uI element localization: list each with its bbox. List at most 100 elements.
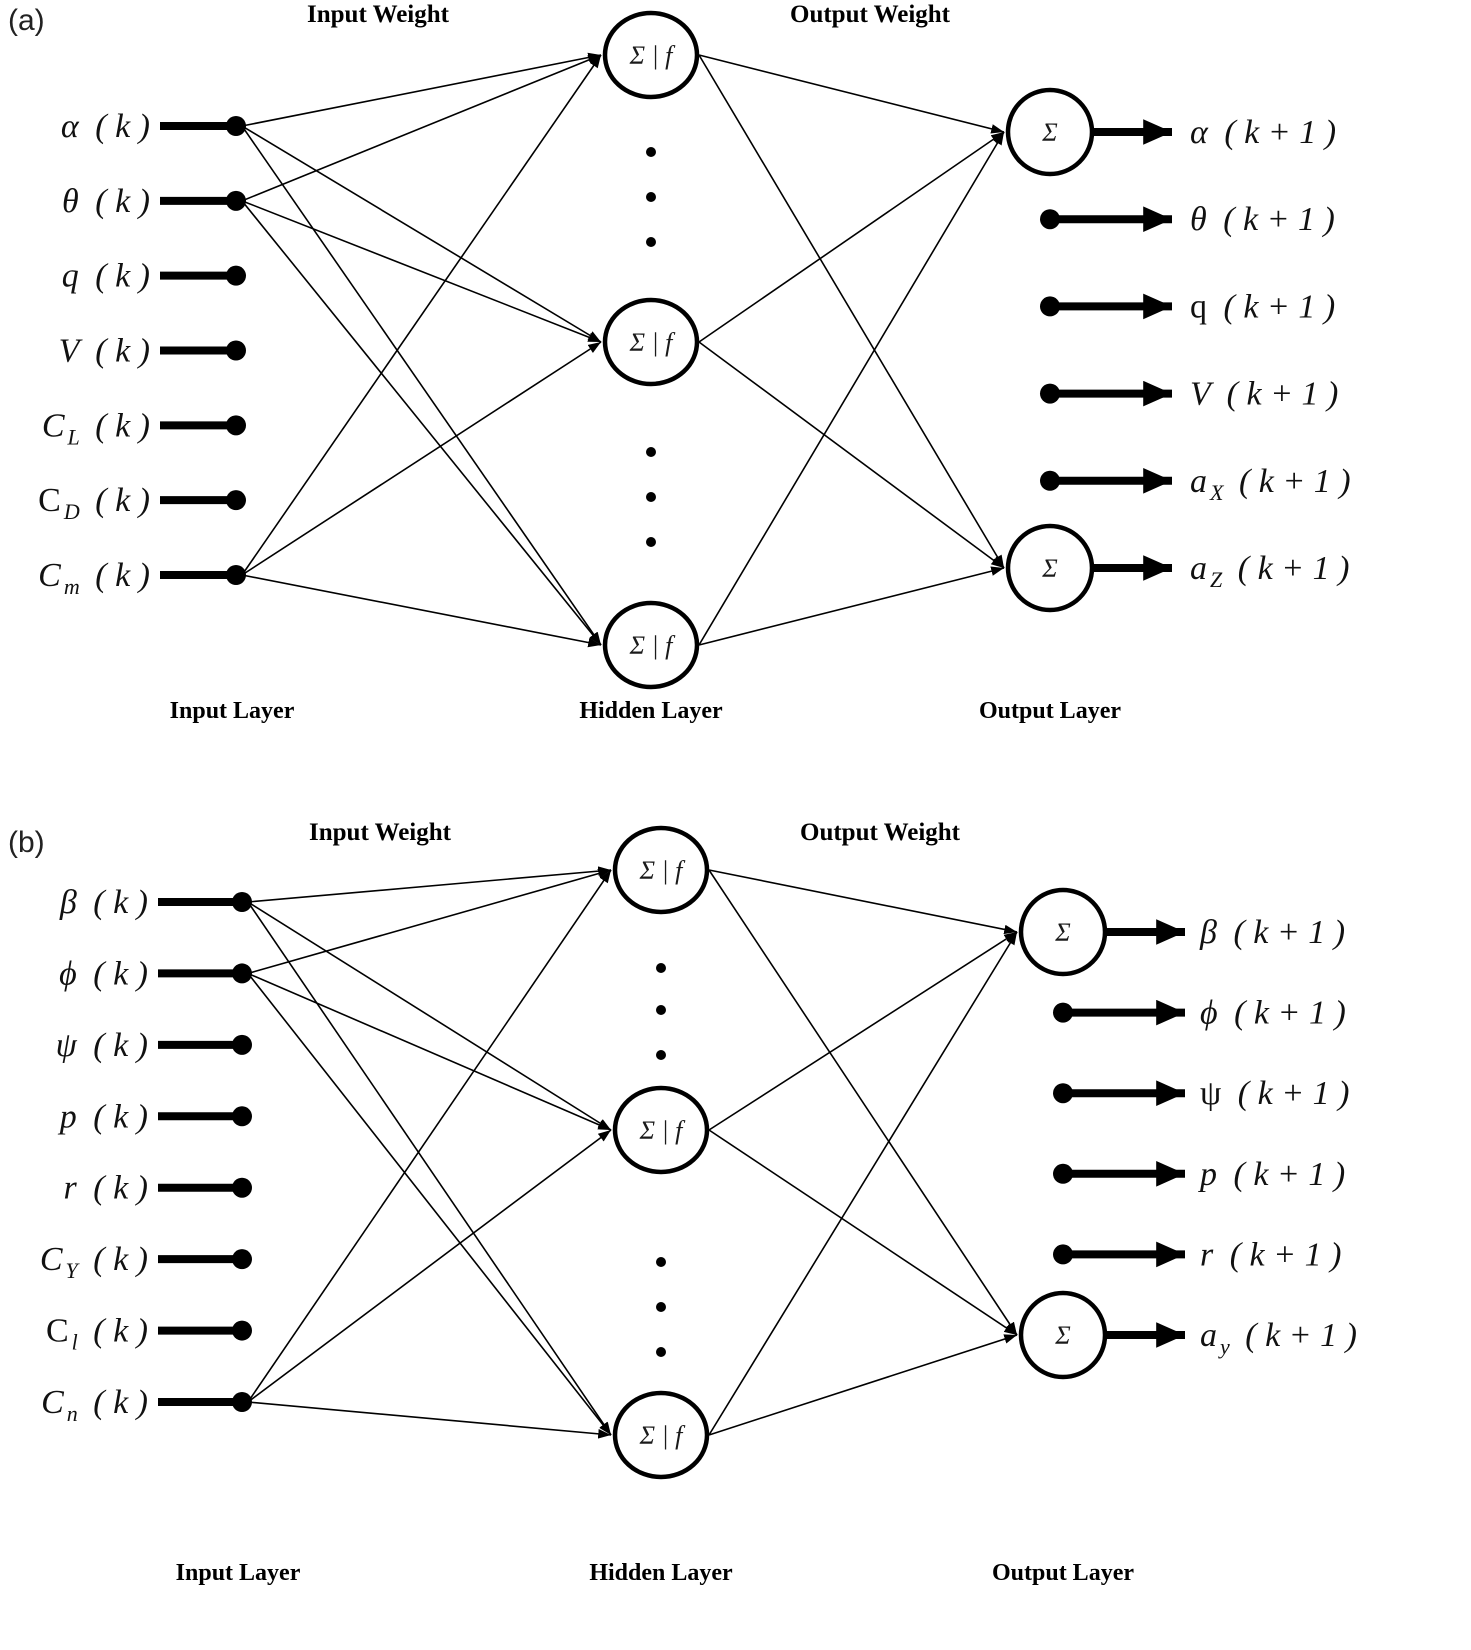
hidden-layer-title: Hidden Layer (579, 698, 723, 724)
output-node: V ( k + 1 ) (1040, 376, 1338, 413)
input-weight-edge (247, 866, 612, 903)
input-weight-edge (241, 125, 602, 343)
output-weight-edge (708, 931, 1018, 1131)
hidden-layer-node: Σ | f (602, 600, 700, 690)
output-weight-edge (708, 869, 1018, 935)
output-terminal-dot (1053, 1083, 1073, 1104)
output-node: q ( k + 1 ) (1040, 288, 1335, 325)
output-terminal-dot (1040, 209, 1060, 230)
input-weight-edge (247, 972, 612, 1436)
output-weight-title: Output Weight (790, 1, 951, 28)
input-weight-edge (247, 868, 612, 975)
vertical-ellipsis-dot (646, 237, 656, 247)
input-variable-label: p ( k ) (58, 1098, 148, 1135)
output-variable-label: p ( k + 1 ) (1198, 1156, 1345, 1193)
output-node-label: Σ (1041, 118, 1058, 147)
output-terminal-dot (1040, 383, 1060, 404)
hidden-node-label: Σ | f (629, 328, 677, 357)
input-terminal-dot (232, 1392, 252, 1412)
input-weight-title: Input Weight (307, 1, 450, 28)
input-terminal-dot (226, 265, 246, 286)
input-node: α ( k ) (61, 108, 246, 145)
output-variable-label: r ( k + 1 ) (1200, 1236, 1341, 1273)
output-variable-label: q ( k + 1 ) (1190, 288, 1335, 325)
input-weight-edge (247, 869, 612, 1403)
vertical-ellipsis-dot (646, 447, 656, 457)
panel-tag: (b) (8, 826, 45, 859)
vertical-ellipsis-dot (656, 1302, 666, 1312)
input-weight-edge (247, 901, 612, 1436)
vertical-ellipsis-dot (656, 1005, 666, 1015)
hidden-node-label: Σ | f (629, 631, 677, 660)
input-terminal-dot (232, 1034, 252, 1055)
output-variable-label: α ( k + 1 ) (1190, 114, 1336, 151)
hidden-node-label: Σ | f (639, 1421, 687, 1450)
input-variable-label: q ( k ) (62, 258, 150, 295)
output-node-label: Σ (1054, 1321, 1071, 1350)
input-weight-edge (241, 54, 602, 576)
input-terminal-dot (232, 1106, 252, 1127)
output-weight-edge (708, 869, 1018, 1336)
vertical-ellipsis-dot (656, 1347, 666, 1357)
output-weight-edge (698, 131, 1005, 343)
input-weight-edge (241, 200, 602, 646)
hidden-node-label: Σ | f (639, 856, 687, 885)
input-weight-edge (247, 901, 612, 1131)
input-node: β ( k ) (59, 884, 252, 921)
output-layer-node: Σ (1018, 887, 1108, 977)
output-terminal-dot (1040, 470, 1060, 491)
output-terminal-dot (1053, 1244, 1073, 1265)
output-terminal-dot (1053, 1163, 1073, 1184)
output-variable-label: V ( k + 1 ) (1190, 376, 1338, 413)
output-node-label: Σ (1054, 918, 1071, 947)
output-layer-title: Output Layer (992, 1560, 1134, 1586)
output-weight-edge (698, 54, 1005, 134)
input-node: V ( k ) (59, 333, 246, 370)
input-weight-edge (241, 341, 602, 576)
output-weight-edge (708, 1334, 1018, 1436)
input-node: r ( k ) (64, 1170, 252, 1207)
hidden-node-label: Σ | f (639, 1116, 687, 1145)
output-node: α ( k + 1 ) (1092, 114, 1336, 151)
input-node: ϕ ( k ) (59, 955, 252, 992)
vertical-ellipsis-dot (646, 147, 656, 157)
input-variable-label: r ( k ) (64, 1170, 148, 1207)
output-node: β ( k + 1 ) (1105, 914, 1345, 951)
output-variable-label: β ( k + 1 ) (1199, 914, 1345, 951)
output-weight-edge (698, 566, 1005, 646)
vertical-ellipsis-dot (646, 492, 656, 502)
output-node: θ ( k + 1 ) (1040, 201, 1335, 238)
input-variable-label: ϕ ( k ) (59, 955, 148, 992)
output-node: r ( k + 1 ) (1053, 1236, 1341, 1273)
vertical-ellipsis-dot (656, 1050, 666, 1060)
input-terminal-dot (226, 565, 246, 585)
hidden-layer-title: Hidden Layer (589, 1560, 733, 1586)
output-variable-label: ϕ ( k + 1 ) (1200, 995, 1346, 1032)
hidden-layer-node: Σ | f (602, 10, 700, 100)
output-layer-node: Σ (1018, 1290, 1108, 1380)
hidden-layer-node: Σ | f (612, 825, 710, 915)
output-terminal-dot (1040, 296, 1060, 317)
hidden-node-label: Σ | f (629, 41, 677, 70)
input-node: q ( k ) (62, 258, 246, 295)
input-layer-title: Input Layer (170, 698, 295, 724)
vertical-ellipsis-dot (646, 537, 656, 547)
input-variable-label: θ ( k ) (62, 183, 150, 220)
input-variable-label: V ( k ) (59, 333, 150, 370)
